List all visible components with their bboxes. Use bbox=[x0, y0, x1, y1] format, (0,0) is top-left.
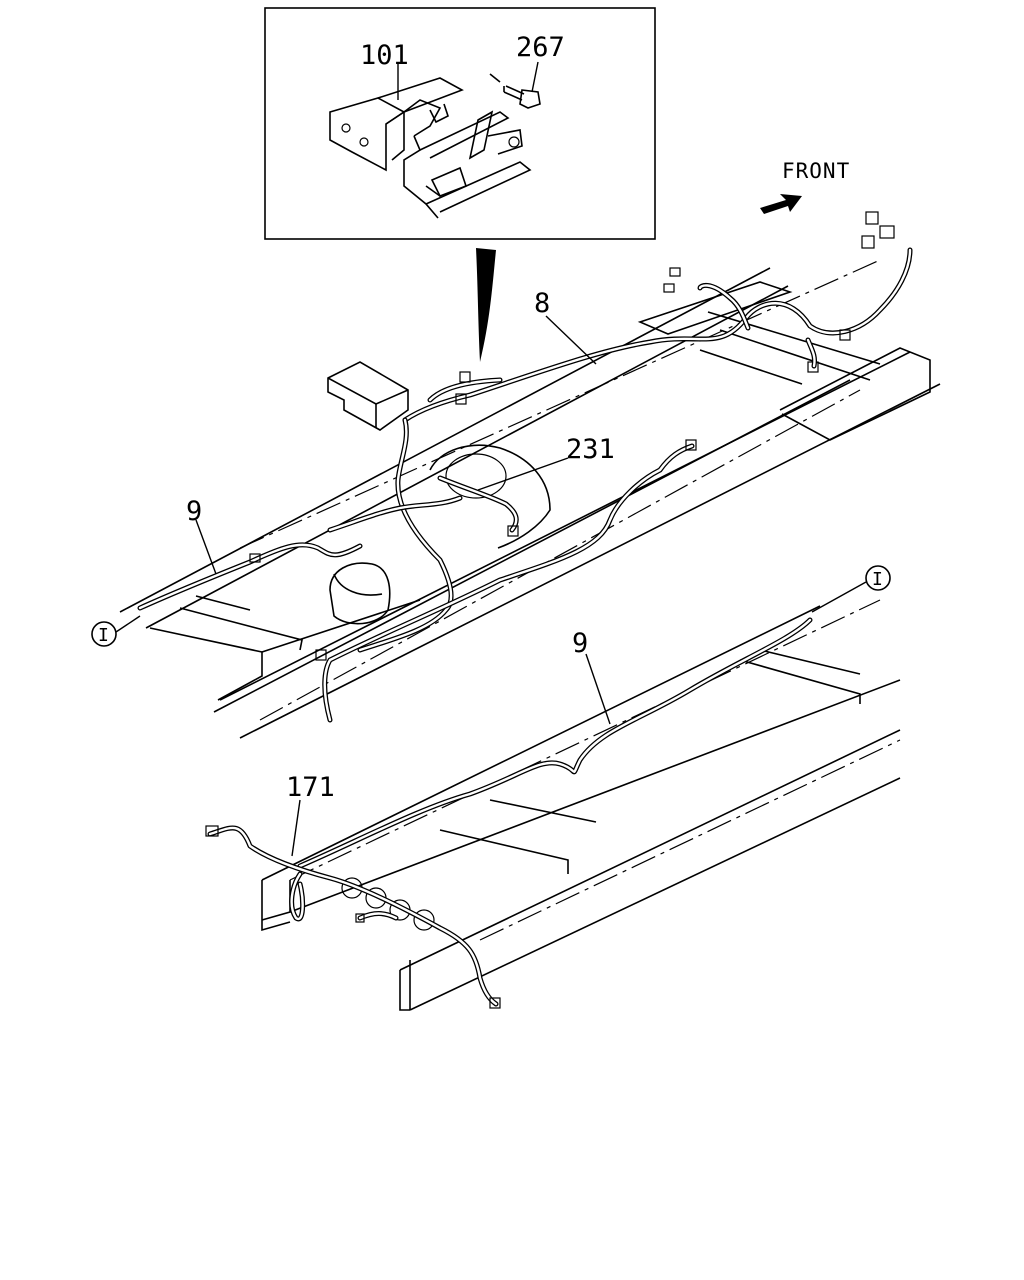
harness-8 bbox=[402, 211, 913, 423]
bolt-part bbox=[489, 73, 541, 109]
ref-mark-left: I bbox=[91, 615, 141, 647]
fuel-tank bbox=[329, 444, 551, 625]
harness-9-front: 9 bbox=[137, 439, 697, 723]
bracket-part bbox=[329, 77, 532, 219]
leader-8 bbox=[545, 315, 597, 365]
harness-171: 171 bbox=[205, 772, 501, 1009]
front-indicator: FRONT bbox=[760, 159, 850, 214]
callout-8: 8 bbox=[534, 288, 550, 319]
ref-mark-right: I bbox=[811, 565, 891, 613]
upper-frame bbox=[119, 259, 941, 739]
callout-267: 267 bbox=[516, 32, 565, 63]
front-arrow-icon bbox=[760, 194, 802, 214]
callout-231: 231 bbox=[566, 434, 615, 465]
detail-inset: 101 267 bbox=[264, 7, 656, 240]
callout-171: 171 bbox=[286, 772, 335, 803]
harness-9-rear: 9 bbox=[297, 617, 813, 869]
harness-231: 231 bbox=[327, 434, 615, 537]
ref-mark-right-text: I bbox=[872, 569, 883, 590]
ref-mark-left-text: I bbox=[98, 625, 109, 646]
callout-9-front: 9 bbox=[186, 496, 202, 527]
control-box bbox=[327, 361, 409, 431]
leader-267 bbox=[531, 61, 539, 93]
detail-pointer bbox=[476, 248, 496, 362]
callout-9-rear: 9 bbox=[572, 628, 588, 659]
front-label: FRONT bbox=[782, 159, 850, 183]
harness-center bbox=[357, 371, 503, 653]
lower-frame bbox=[261, 599, 901, 1011]
callout-101: 101 bbox=[360, 40, 409, 71]
